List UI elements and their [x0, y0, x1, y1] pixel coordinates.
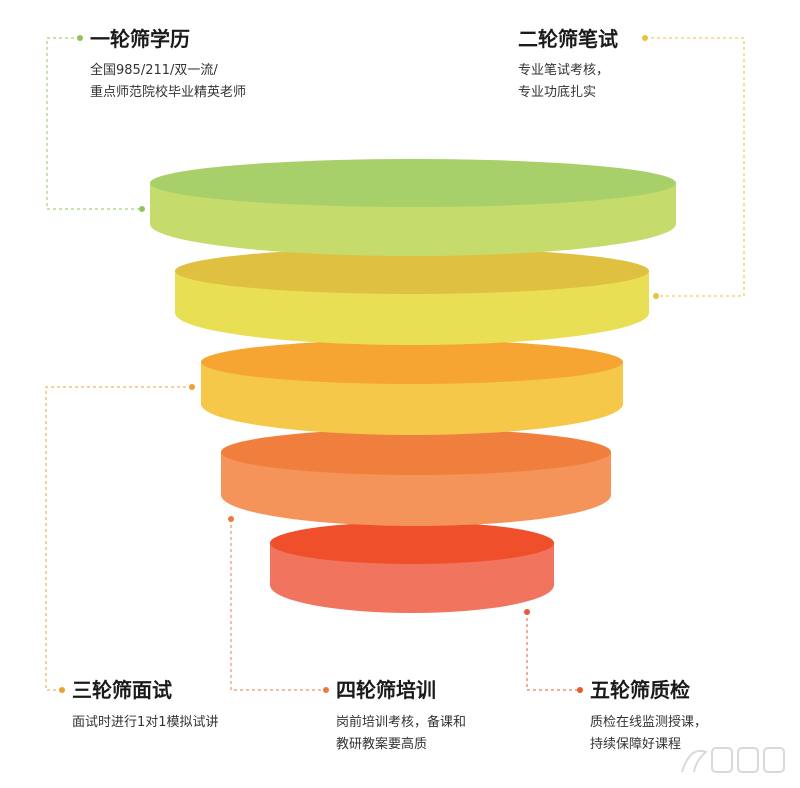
stage-2-title: 二轮筛笔试 [518, 27, 618, 51]
funnel-disc-4 [221, 429, 611, 526]
stage-3-title: 三轮筛面试 [72, 678, 172, 702]
connector-dot-stage-2-start [642, 35, 648, 41]
connector-dot-stage-5-start [524, 609, 530, 615]
stage-3-description: 面试时进行1对1模拟试讲 [72, 715, 219, 730]
connector-dot-stage-2-end [653, 293, 659, 299]
funnel-disc-5 [270, 522, 554, 613]
stage-4-title: 四轮筛培训 [336, 678, 436, 702]
stage-5-title: 五轮筛质检 [590, 678, 690, 702]
connector-dot-stage-5-end [577, 687, 583, 693]
funnel-disc-2 [175, 248, 649, 345]
connector-dot-stage-4-start [228, 516, 234, 522]
stage-1-title: 一轮筛学历 [90, 27, 190, 51]
stage-4-description: 岗前培训考核，备课和 教研教案要高质 [336, 715, 467, 752]
connector-stage-3 [45, 386, 192, 691]
connector-dot-stage-3-start [189, 384, 195, 390]
connector-dot-stage-4-end [323, 687, 329, 693]
funnel-discs [150, 159, 676, 613]
connector-stage-2 [645, 37, 745, 297]
watermark-logo-icon [681, 747, 785, 773]
connector-stage-5 [526, 612, 580, 691]
stage-2-description: 专业笔试考核， 专业功底扎实 [518, 63, 610, 100]
connector-dot-stage-3-end [59, 687, 65, 693]
connector-lines [45, 35, 745, 693]
stage-1-description: 全国985/211/双一流/ 重点师范院校毕业精英老师 [90, 63, 247, 100]
funnel-disc-3 [201, 340, 623, 435]
funnel-disc-1 [150, 159, 676, 256]
connector-dot-stage-1-start [77, 35, 83, 41]
stage-5-description: 质检在线监测授课， 持续保障好课程 [590, 715, 708, 752]
connector-stage-4 [230, 519, 326, 691]
connector-dot-stage-1-end [139, 206, 145, 212]
